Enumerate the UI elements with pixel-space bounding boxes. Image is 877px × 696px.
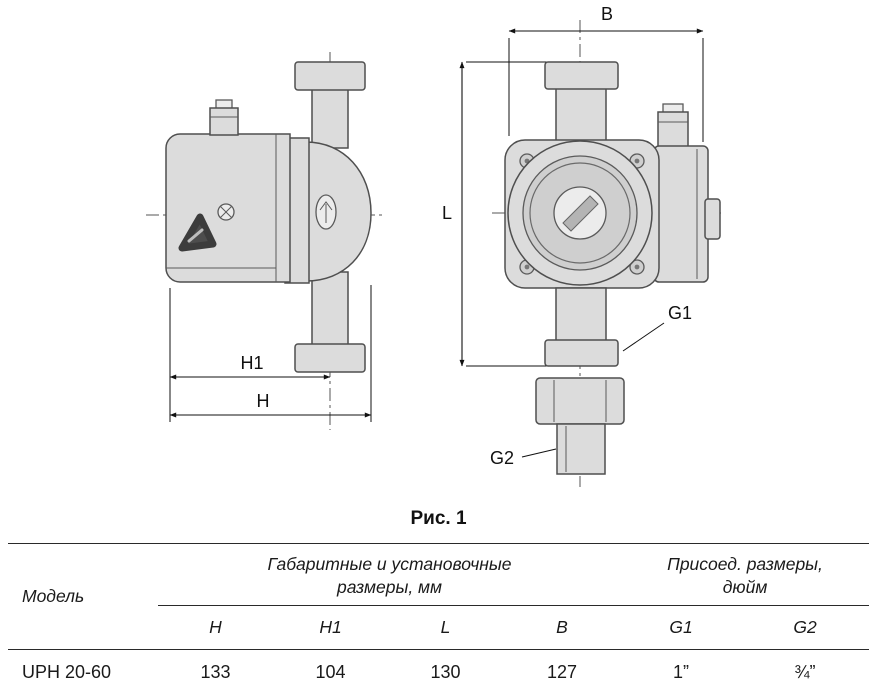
dim-l-label: L	[442, 203, 452, 223]
dim-g2: G2	[490, 448, 557, 468]
cell-h: 133	[200, 662, 231, 683]
col-model: Модель	[8, 543, 158, 650]
top-union-nut	[294, 61, 366, 91]
dim-g2-label: G2	[490, 448, 514, 468]
spec-table: Модель Габаритные и установочные размеры…	[8, 543, 870, 696]
col-b: B	[503, 605, 622, 650]
top-union-nut-front	[544, 61, 619, 90]
flow-arrow-icon	[319, 201, 333, 223]
dim-b-label: B	[601, 4, 613, 24]
cell-g2: ¾”	[794, 662, 816, 683]
dim-h-label: H	[257, 391, 270, 411]
sub-header-row: H H1 L B G1 G2	[8, 605, 870, 650]
dim-h1: H1	[169, 288, 331, 422]
figure-caption: Рис. 1	[410, 508, 467, 529]
pump-technical-drawing: H1 H B L	[146, 4, 724, 487]
col-h: H	[158, 605, 273, 650]
col-l: L	[388, 605, 503, 650]
group-dimensions-line1: Габаритные и установочные	[267, 553, 512, 574]
dim-h1-label: H1	[240, 353, 263, 373]
side-view: H1 H	[146, 52, 382, 430]
bottom-union-nut-front	[544, 339, 619, 367]
cable-gland-top	[657, 111, 689, 148]
vent-plug	[209, 107, 239, 136]
bottom-pipe	[311, 271, 349, 347]
threaded-pipe	[556, 423, 606, 475]
group-header-row: Модель Габаритные и установочные размеры…	[8, 543, 870, 650]
dim-g1: G1	[622, 303, 692, 352]
cell-h1: 104	[315, 662, 346, 683]
screw-slot	[562, 195, 599, 232]
col-g2: G2	[741, 605, 870, 650]
table-row: UPH 20-60 133 104 130 127 1” ¾”	[8, 650, 869, 696]
group-dimensions-line2: размеры, мм	[336, 576, 443, 597]
dim-h: H	[169, 285, 372, 422]
adjustment-screw	[217, 203, 235, 221]
col-h1: H1	[273, 605, 388, 650]
outlet-pipe	[555, 287, 607, 343]
cell-l: 130	[430, 662, 461, 683]
dim-b: B	[508, 4, 704, 142]
front-view: B L	[442, 4, 724, 487]
cell-g1: 1”	[673, 662, 690, 683]
cell-model: UPH 20-60	[22, 662, 112, 683]
group-connection: Присоед. размеры, дюйм	[621, 543, 870, 606]
dim-l: L	[442, 61, 548, 367]
col-g1: G1	[621, 605, 742, 650]
cable-gland-side	[704, 198, 721, 240]
dim-g1-label: G1	[668, 303, 692, 323]
group-connection-line1: Присоед. размеры,	[667, 553, 823, 574]
inlet-pipe	[555, 87, 607, 145]
top-pipe	[311, 87, 349, 149]
terminal-box	[653, 145, 709, 283]
bottom-union-nut	[294, 343, 366, 373]
pump-volute	[305, 141, 372, 282]
union-fitting	[535, 377, 625, 425]
group-connection-line2: дюйм	[722, 576, 768, 597]
cell-b: 127	[546, 662, 578, 683]
group-dimensions: Габаритные и установочные размеры, мм	[158, 543, 622, 606]
